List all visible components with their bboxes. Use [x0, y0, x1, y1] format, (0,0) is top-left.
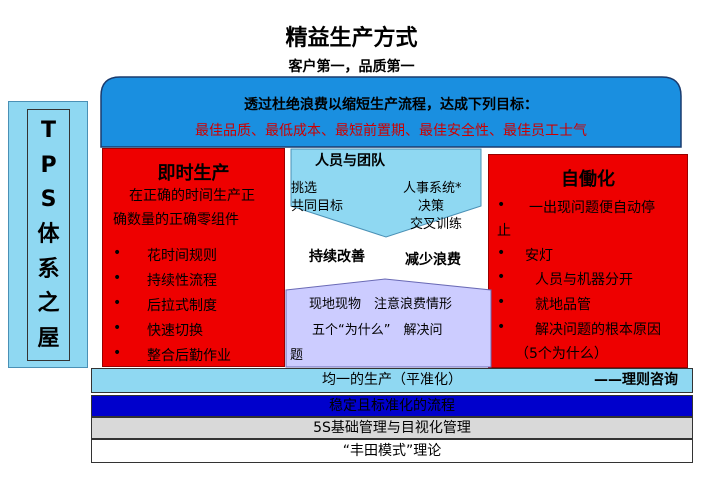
left-pillar-title: 即时生产 — [157, 163, 230, 184]
right-pillar-bullet: 就地品管 — [535, 297, 591, 313]
side-char: T — [40, 118, 56, 144]
bullet-icon: • — [113, 320, 122, 336]
band-leveling-label: 均一的生产（平准化） — [322, 372, 462, 388]
band-5s-management: 5S基础管理与目视化管理 — [91, 417, 693, 439]
left-pillar-bullet: 持续性流程 — [147, 273, 217, 289]
bullet-icon: • — [113, 295, 122, 311]
left-pillar-bullet: 整合后勤作业 — [147, 348, 231, 364]
side-banner-inner: T P S 体 系 之 屋 — [27, 109, 70, 361]
side-char: 体 — [37, 221, 60, 247]
left-pillar-desc-2: 确数量的正确零组件 — [113, 212, 239, 228]
base-box-line: 现地现物 注意浪费情形 — [309, 297, 453, 312]
roof-goal-list: 最佳品质、最低成本、最短前置期、最佳安全性、最佳员工士气 — [195, 123, 587, 139]
bullet-icon: • — [497, 197, 506, 213]
bullet-icon: • — [113, 270, 122, 286]
roof-shape — [100, 76, 682, 148]
band-standard-process: 稳定且标准化的流程 — [91, 395, 693, 417]
bullet-icon: • — [497, 294, 506, 310]
right-pillar-jidoka: 自働化 • 一出现问题便自动停 止 • 安灯 • 人员与机器分开 • 就地品管 … — [488, 154, 688, 368]
bullet-icon: • — [113, 345, 122, 361]
band-standard-label: 稳定且标准化的流程 — [329, 398, 455, 414]
page-subtitle: 客户第一，品质第一 — [288, 59, 415, 75]
right-pillar-bullet: 止 — [497, 223, 511, 239]
bullet-icon: • — [497, 269, 506, 285]
continuous-improvement-label: 持续改善 — [309, 249, 365, 265]
bullet-icon: • — [497, 245, 506, 261]
base-box-line: 五个“为什么” 解决问 — [312, 323, 443, 338]
left-pillar-bullet: 花时间规则 — [147, 248, 217, 264]
base-box-shape — [285, 278, 492, 368]
band-5s-label: 5S基础管理与目视化管理 — [313, 420, 471, 436]
side-char: P — [40, 152, 57, 178]
team-item: 交叉训练 — [410, 217, 463, 232]
side-char: 之 — [37, 291, 60, 317]
team-item: 挑选 — [291, 181, 318, 196]
band-theory-label: “丰田模式”理论 — [342, 443, 442, 459]
side-char: S — [40, 187, 57, 213]
right-pillar-title: 自働化 — [561, 169, 615, 190]
team-box-shape — [290, 148, 482, 238]
team-item: 共同目标 — [291, 199, 344, 214]
base-box-line: 题 — [290, 348, 304, 363]
left-pillar-bullet: 后拉式制度 — [147, 298, 217, 314]
left-pillar-jit: 即时生产 在正确的时间生产正 确数量的正确零组件 • 花时间规则 • 持续性流程… — [102, 148, 285, 367]
right-pillar-bullet: 一出现问题便自动停 — [529, 200, 655, 216]
page-title: 精益生产方式 — [285, 26, 418, 51]
right-pillar-bullet: 安灯 — [525, 248, 553, 264]
side-char: 屋 — [37, 325, 60, 351]
right-pillar-bullet: 人员与机器分开 — [535, 272, 633, 288]
right-pillar-bullet: （5个为什么） — [515, 346, 608, 362]
left-pillar-desc-1: 在正确的时间生产正 — [129, 188, 255, 204]
reduce-waste-label: 减少浪费 — [405, 252, 461, 268]
side-char: 系 — [37, 256, 60, 282]
left-pillar-bullet: 快速切换 — [147, 323, 203, 339]
band-toyota-theory: “丰田模式”理论 — [91, 439, 693, 463]
roof-goal-heading: 透过杜绝浪费以缩短生产流程，达成下列目标： — [244, 97, 538, 113]
team-item: 决策 — [418, 199, 445, 214]
side-banner: T P S 体 系 之 屋 — [8, 101, 88, 368]
bullet-icon: • — [113, 245, 122, 261]
team-item: 人事系统* — [403, 181, 462, 196]
band-leveling-note: ——理则咨询 — [594, 372, 678, 388]
team-box-title: 人员与团队 — [315, 153, 385, 169]
bullet-icon: • — [497, 319, 506, 335]
right-pillar-bullet: 解决问题的根本原因 — [535, 322, 661, 338]
band-leveling: 均一的生产（平准化） ——理则咨询 — [91, 368, 693, 393]
